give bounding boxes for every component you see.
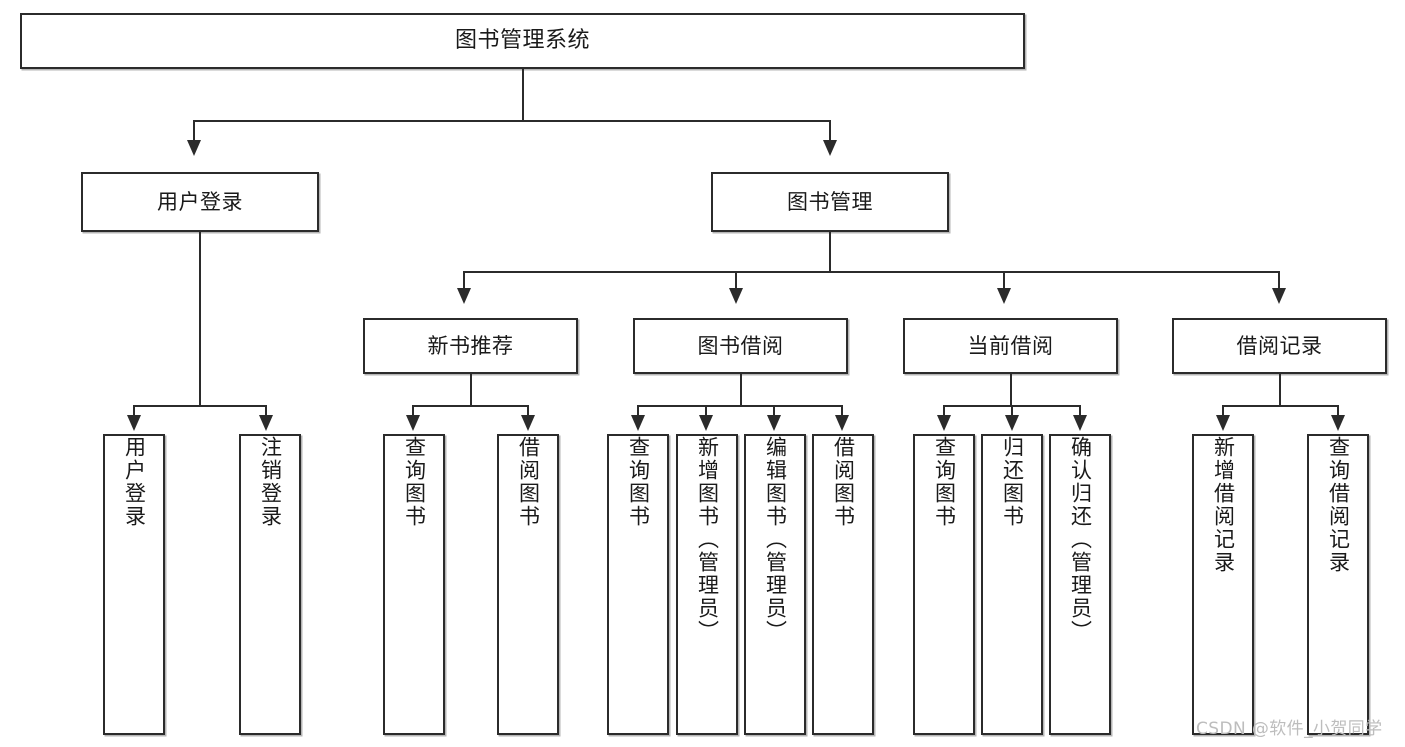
connector-drop-bb-edit <box>773 405 775 419</box>
connector-drop-book-mgmt <box>829 120 831 146</box>
node-label: 新书推荐 <box>427 333 514 358</box>
connector-new-book-rec-stem <box>470 374 472 406</box>
arrowhead-bb-edit <box>767 415 781 431</box>
watermark-credit: CSDN @软件_小贺同学 <box>1196 719 1383 739</box>
connector-drop-br-add <box>1222 405 1224 419</box>
arrowhead-rec-query <box>406 415 420 431</box>
node-book-management[interactable]: 图书管理 <box>711 172 949 232</box>
connector-root-stem <box>522 69 524 121</box>
node-label: 图书管理 <box>787 189 873 214</box>
connector-drop-book-borrow <box>735 271 737 293</box>
node-label: 借阅记录 <box>1236 333 1323 358</box>
leaf-borrow-edit-book-admin[interactable]: 编辑图书（管理员） <box>744 434 806 735</box>
connector-borrow-record-stem <box>1279 374 1281 406</box>
arrowhead-new-book-rec <box>457 288 471 304</box>
arrowhead-borrow-record <box>1272 288 1286 304</box>
connector-user-login-stem <box>199 232 201 406</box>
node-label: 借阅图书 <box>831 436 856 528</box>
arrowhead-current-borrow <box>997 288 1011 304</box>
leaf-recommendation-borrow-books[interactable]: 借阅图书 <box>497 434 559 735</box>
connector-drop-user-login <box>193 120 195 146</box>
connector-user-login-bus <box>133 405 266 407</box>
arrowhead-rec-borrow <box>521 415 535 431</box>
node-label: 新增借阅记录 <box>1211 436 1236 574</box>
connector-drop-rec-query <box>412 405 414 419</box>
leaf-record-query-borrow-record[interactable]: 查询借阅记录 <box>1307 434 1369 735</box>
arrowhead-leaf-user-login <box>127 415 141 431</box>
arrowhead-cb-query <box>937 415 951 431</box>
node-label: 查询图书 <box>932 436 957 528</box>
arrowhead-br-query <box>1331 415 1345 431</box>
leaf-borrow-borrow-books[interactable]: 借阅图书 <box>812 434 874 735</box>
node-label: 查询图书 <box>626 436 651 528</box>
connector-drop-bb-add <box>705 405 707 419</box>
node-label: 编辑图书（管理员） <box>763 436 788 643</box>
connector-drop-rec-borrow <box>527 405 529 419</box>
leaf-user-login[interactable]: 用户登录 <box>103 434 165 735</box>
connector-drop-cb-return <box>1011 405 1013 419</box>
leaf-current-return-books[interactable]: 归还图书 <box>981 434 1043 735</box>
arrowhead-book-mgmt <box>823 140 837 156</box>
connector-drop-cb-query <box>943 405 945 419</box>
connector-book-borrow-bus <box>637 405 843 407</box>
leaf-recommendation-query-books[interactable]: 查询图书 <box>383 434 445 735</box>
node-label: 图书管理系统 <box>454 28 590 54</box>
arrowhead-br-add <box>1216 415 1230 431</box>
connector-borrow-record-bus <box>1222 405 1338 407</box>
arrowhead-bb-query <box>631 415 645 431</box>
arrowhead-bb-borrow <box>835 415 849 431</box>
node-current-borrowing[interactable]: 当前借阅 <box>903 318 1118 374</box>
node-root-book-management-system[interactable]: 图书管理系统 <box>20 13 1025 69</box>
connector-drop-leaf-user-login <box>133 405 135 419</box>
connector-level3-bus <box>463 271 1280 273</box>
connector-drop-new-book-rec <box>463 271 465 293</box>
connector-drop-bb-borrow <box>841 405 843 419</box>
connector-drop-br-query <box>1337 405 1339 419</box>
leaf-logout[interactable]: 注销登录 <box>239 434 301 735</box>
leaf-record-add-borrow-record[interactable]: 新增借阅记录 <box>1192 434 1254 735</box>
arrowhead-cb-confirm <box>1073 415 1087 431</box>
node-label: 查询图书 <box>402 436 427 528</box>
node-label: 图书借阅 <box>697 333 784 358</box>
leaf-current-query-books[interactable]: 查询图书 <box>913 434 975 735</box>
node-label: 确认归还（管理员） <box>1068 436 1093 643</box>
node-label: 归还图书 <box>1000 436 1025 528</box>
arrowhead-cb-return <box>1005 415 1019 431</box>
node-label: 注销登录 <box>258 436 283 528</box>
node-new-book-recommendation[interactable]: 新书推荐 <box>363 318 578 374</box>
node-label: 查询借阅记录 <box>1326 436 1351 574</box>
leaf-current-confirm-return-admin[interactable]: 确认归还（管理员） <box>1049 434 1111 735</box>
node-label: 当前借阅 <box>967 333 1054 358</box>
node-label: 借阅图书 <box>516 436 541 528</box>
connector-drop-leaf-logout <box>265 405 267 419</box>
connector-level2-bus <box>193 120 831 122</box>
arrowhead-book-borrow <box>729 288 743 304</box>
node-book-borrowing[interactable]: 图书借阅 <box>633 318 848 374</box>
arrowhead-leaf-logout <box>259 415 273 431</box>
connector-drop-current-borrow <box>1003 271 1005 293</box>
node-label: 新增图书（管理员） <box>695 436 720 643</box>
node-borrowing-records[interactable]: 借阅记录 <box>1172 318 1387 374</box>
node-label: 用户登录 <box>157 189 243 214</box>
connector-book-borrow-stem <box>740 374 742 406</box>
arrowhead-bb-add <box>699 415 713 431</box>
connector-book-mgmt-stem <box>829 232 831 272</box>
leaf-borrow-add-book-admin[interactable]: 新增图书（管理员） <box>676 434 738 735</box>
node-user-login[interactable]: 用户登录 <box>81 172 319 232</box>
connector-drop-bb-query <box>637 405 639 419</box>
arrowhead-user-login <box>187 140 201 156</box>
connector-new-book-rec-bus <box>412 405 528 407</box>
connector-current-borrow-stem <box>1010 374 1012 406</box>
leaf-borrow-query-books[interactable]: 查询图书 <box>607 434 669 735</box>
node-label: 用户登录 <box>122 436 147 528</box>
connector-drop-cb-confirm <box>1079 405 1081 419</box>
connector-drop-borrow-record <box>1278 271 1280 293</box>
